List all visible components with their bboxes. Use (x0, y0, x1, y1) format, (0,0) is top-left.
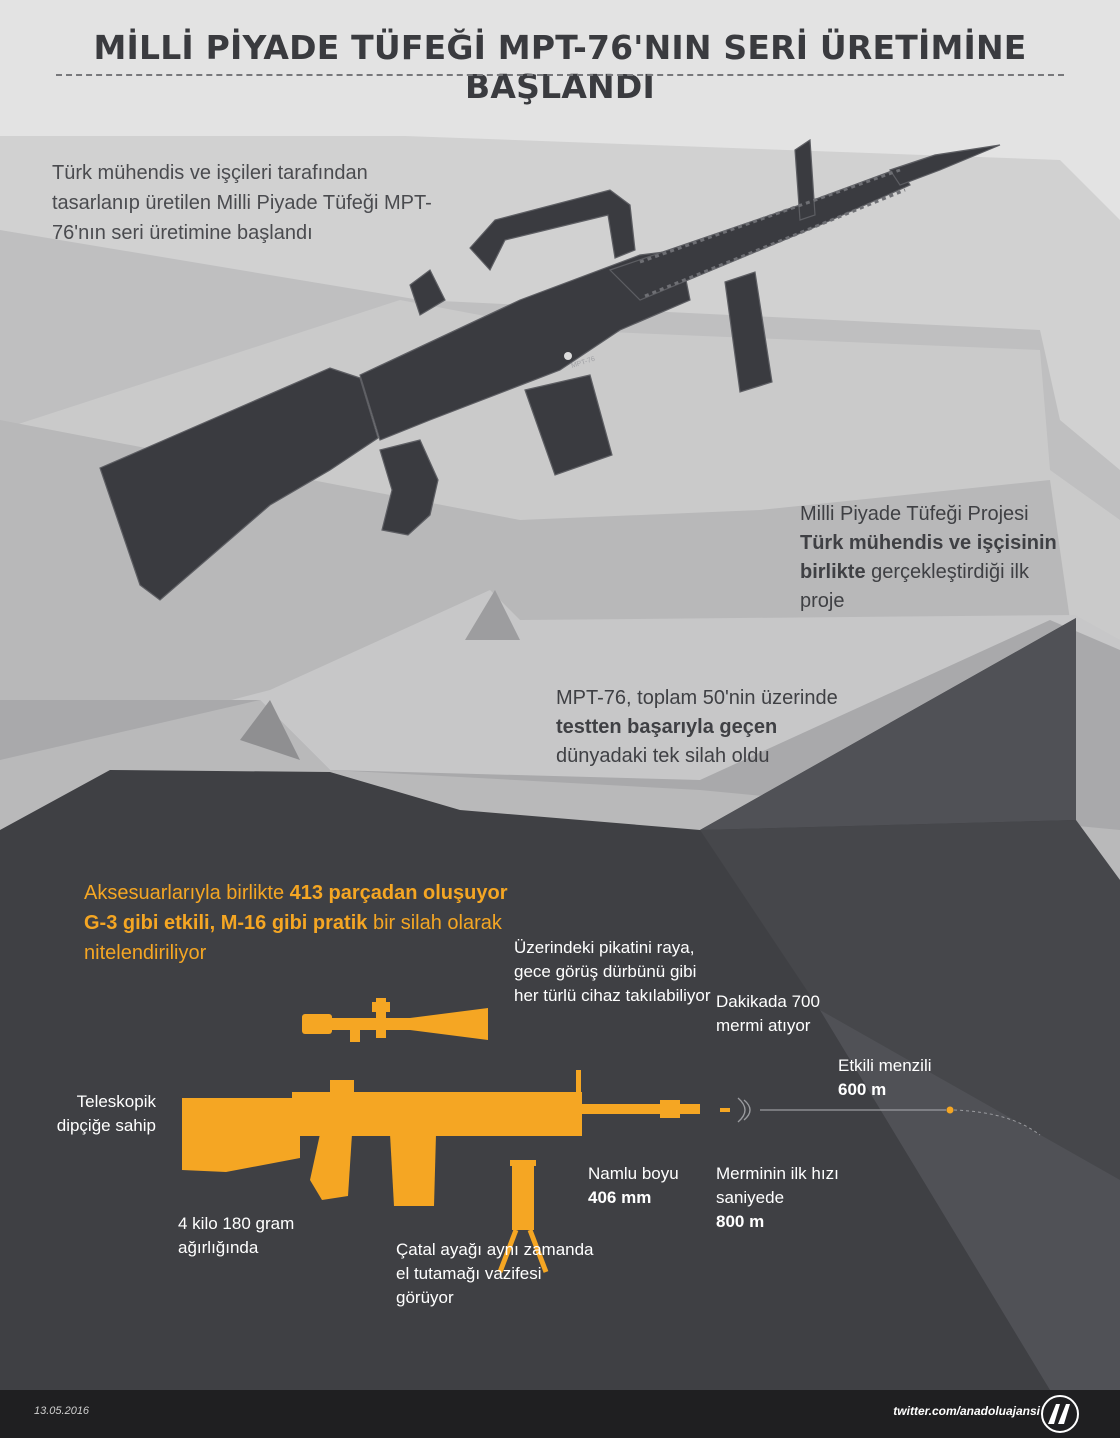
bipod-illustration (497, 1160, 549, 1273)
accessories-line2-post: bir silah olarak nitelendiriliyor (84, 912, 502, 964)
velocity-value: 800 m (716, 1212, 765, 1231)
accessories-line1-pre: Aksesuarlarıyla birlikte (84, 882, 290, 904)
project-text-bold: Türk mühendis ve işçisinin birlikte (800, 532, 1057, 583)
barrel-text: Namlu boyu 406 mm (588, 1162, 708, 1210)
orange-rifle-illustration (182, 1070, 700, 1206)
tests-text: MPT-76, toplam 50'nin üzerinde testten b… (556, 684, 856, 771)
barrel-label: Namlu boyu (588, 1164, 679, 1183)
range-text: Etkili menzili 600 m (838, 1054, 958, 1102)
project-text: Milli Piyade Tüfeği Projesi Türk mühendi… (800, 500, 1060, 616)
bullet-trajectory (720, 1097, 1041, 1136)
barrel-value: 406 mm (588, 1188, 652, 1207)
weight-text: 4 kilo 180 gram ağırlığında (178, 1214, 295, 1257)
aa-logo-icon (1041, 1395, 1079, 1433)
range-label: Etkili menzili (838, 1056, 932, 1075)
page-title: MİLLİ PİYADE TÜFEĞİ MPT-76'NIN SERİ ÜRET… (93, 28, 1027, 106)
bipod-text: Çatal ayağı aynı zamanda el tutamağı vaz… (396, 1240, 594, 1307)
footer: 13.05.2016 twitter.com/anadoluajansi (0, 1390, 1120, 1438)
tests-text-pre: MPT-76, toplam 50'nin üzerinde (556, 687, 838, 709)
twitter-link[interactable]: twitter.com/anadoluajansi (893, 1404, 1040, 1418)
stock-text: Teleskopik dipçiğe sahip (56, 1092, 156, 1135)
project-text-pre: Milli Piyade Tüfeği Projesi (800, 503, 1029, 525)
tests-text-post: dünyadaki tek silah oldu (556, 745, 770, 767)
accessories-text: Aksesuarlarıyla birlikte 413 parçadan ol… (84, 878, 544, 968)
intro-text: Türk mühendis ve işçileri tarafından tas… (52, 162, 432, 244)
velocity-text: Merminin ilk hızı saniyede 800 m (716, 1162, 886, 1234)
picatinny-text: Üzerindeki pikatini raya, gece görüş dür… (514, 938, 711, 1005)
velocity-label: Merminin ilk hızı saniyede (716, 1164, 839, 1207)
accessories-line1-bold: 413 parçadan oluşuyor (289, 882, 508, 904)
tests-text-bold: testten başarıyla geçen (556, 716, 778, 738)
rate-of-fire-text: Dakikada 700 mermi atıyor (716, 992, 820, 1035)
accessories-line2-bold: G-3 gibi etkili, M-16 gibi pratik (84, 912, 368, 934)
title-divider (56, 74, 1064, 76)
rifle-illustration (99, 138, 1001, 601)
range-value: 600 m (838, 1080, 887, 1099)
scope-illustration (302, 998, 488, 1042)
project-text-post: gerçekleştirdiği ilk proje (800, 561, 1029, 612)
footer-date: 13.05.2016 (34, 1405, 90, 1417)
